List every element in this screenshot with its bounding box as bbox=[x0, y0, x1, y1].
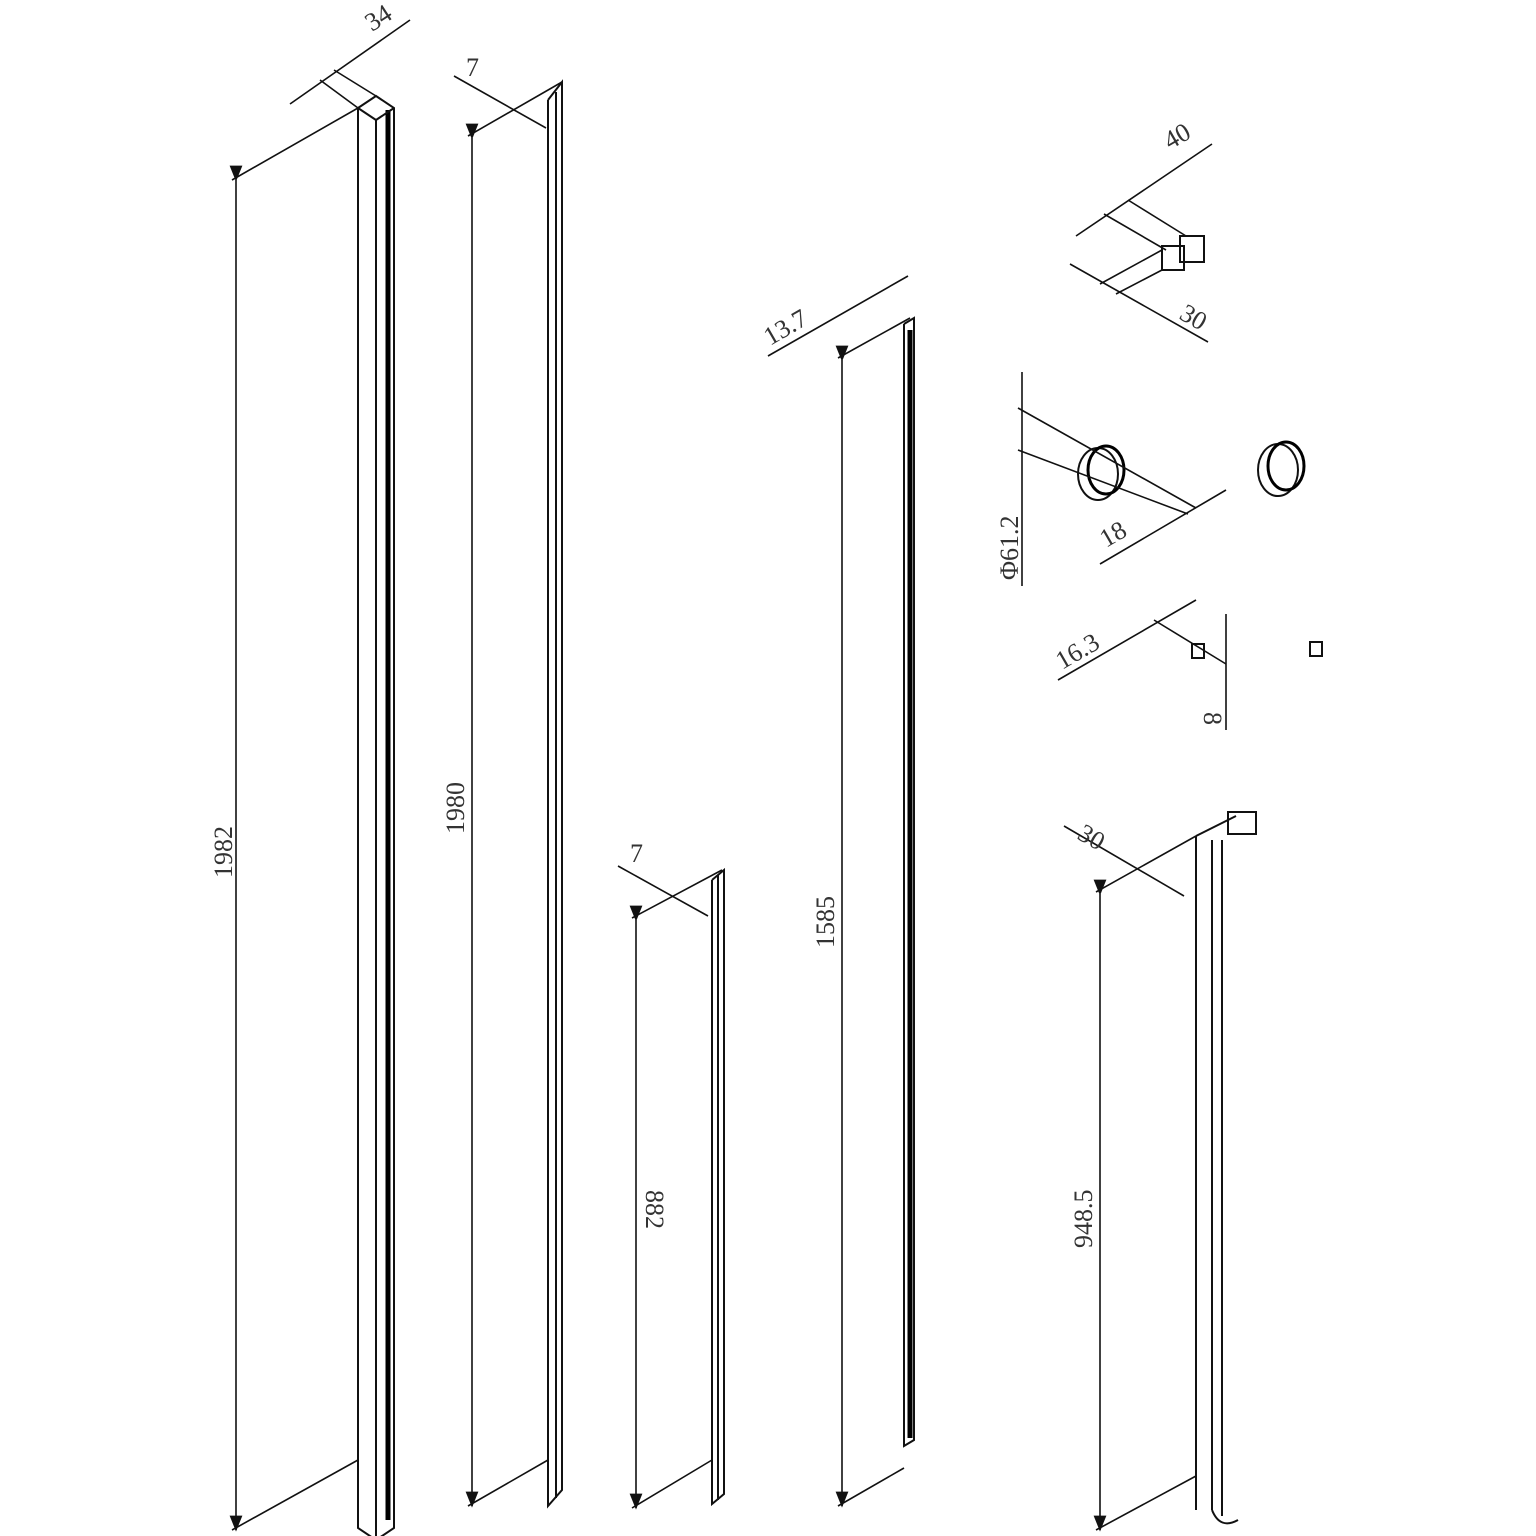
dim-7-a: 7 bbox=[466, 53, 479, 82]
dim-40: 40 bbox=[1159, 117, 1196, 155]
wall-profile-part bbox=[229, 19, 411, 1536]
dim-34: 34 bbox=[359, 0, 397, 37]
dim-7-b: 7 bbox=[630, 839, 643, 868]
glass-panel-medium-part bbox=[767, 275, 915, 1508]
knob-part bbox=[1017, 372, 1306, 586]
small-block-part bbox=[1057, 599, 1323, 730]
glass-panel-tall-part bbox=[453, 75, 563, 1509]
dim-1585: 1585 bbox=[811, 896, 840, 948]
dim-18: 18 bbox=[1095, 515, 1132, 553]
dim-phi-61-2: Φ61.2 bbox=[995, 515, 1024, 580]
dim-948-5: 948.5 bbox=[1069, 1190, 1098, 1249]
dim-1982: 1982 bbox=[209, 826, 238, 878]
dim-8: 8 bbox=[1198, 712, 1227, 725]
dim-30-bracket: 30 bbox=[1175, 298, 1212, 336]
glass-panel-short-part bbox=[617, 865, 725, 1510]
dim-1980: 1980 bbox=[441, 782, 470, 834]
towel-bar-part bbox=[1063, 811, 1257, 1532]
dim-882: 882 bbox=[640, 1190, 669, 1229]
bracket-part bbox=[1069, 143, 1213, 343]
dim-13-7: 13.7 bbox=[759, 303, 813, 351]
